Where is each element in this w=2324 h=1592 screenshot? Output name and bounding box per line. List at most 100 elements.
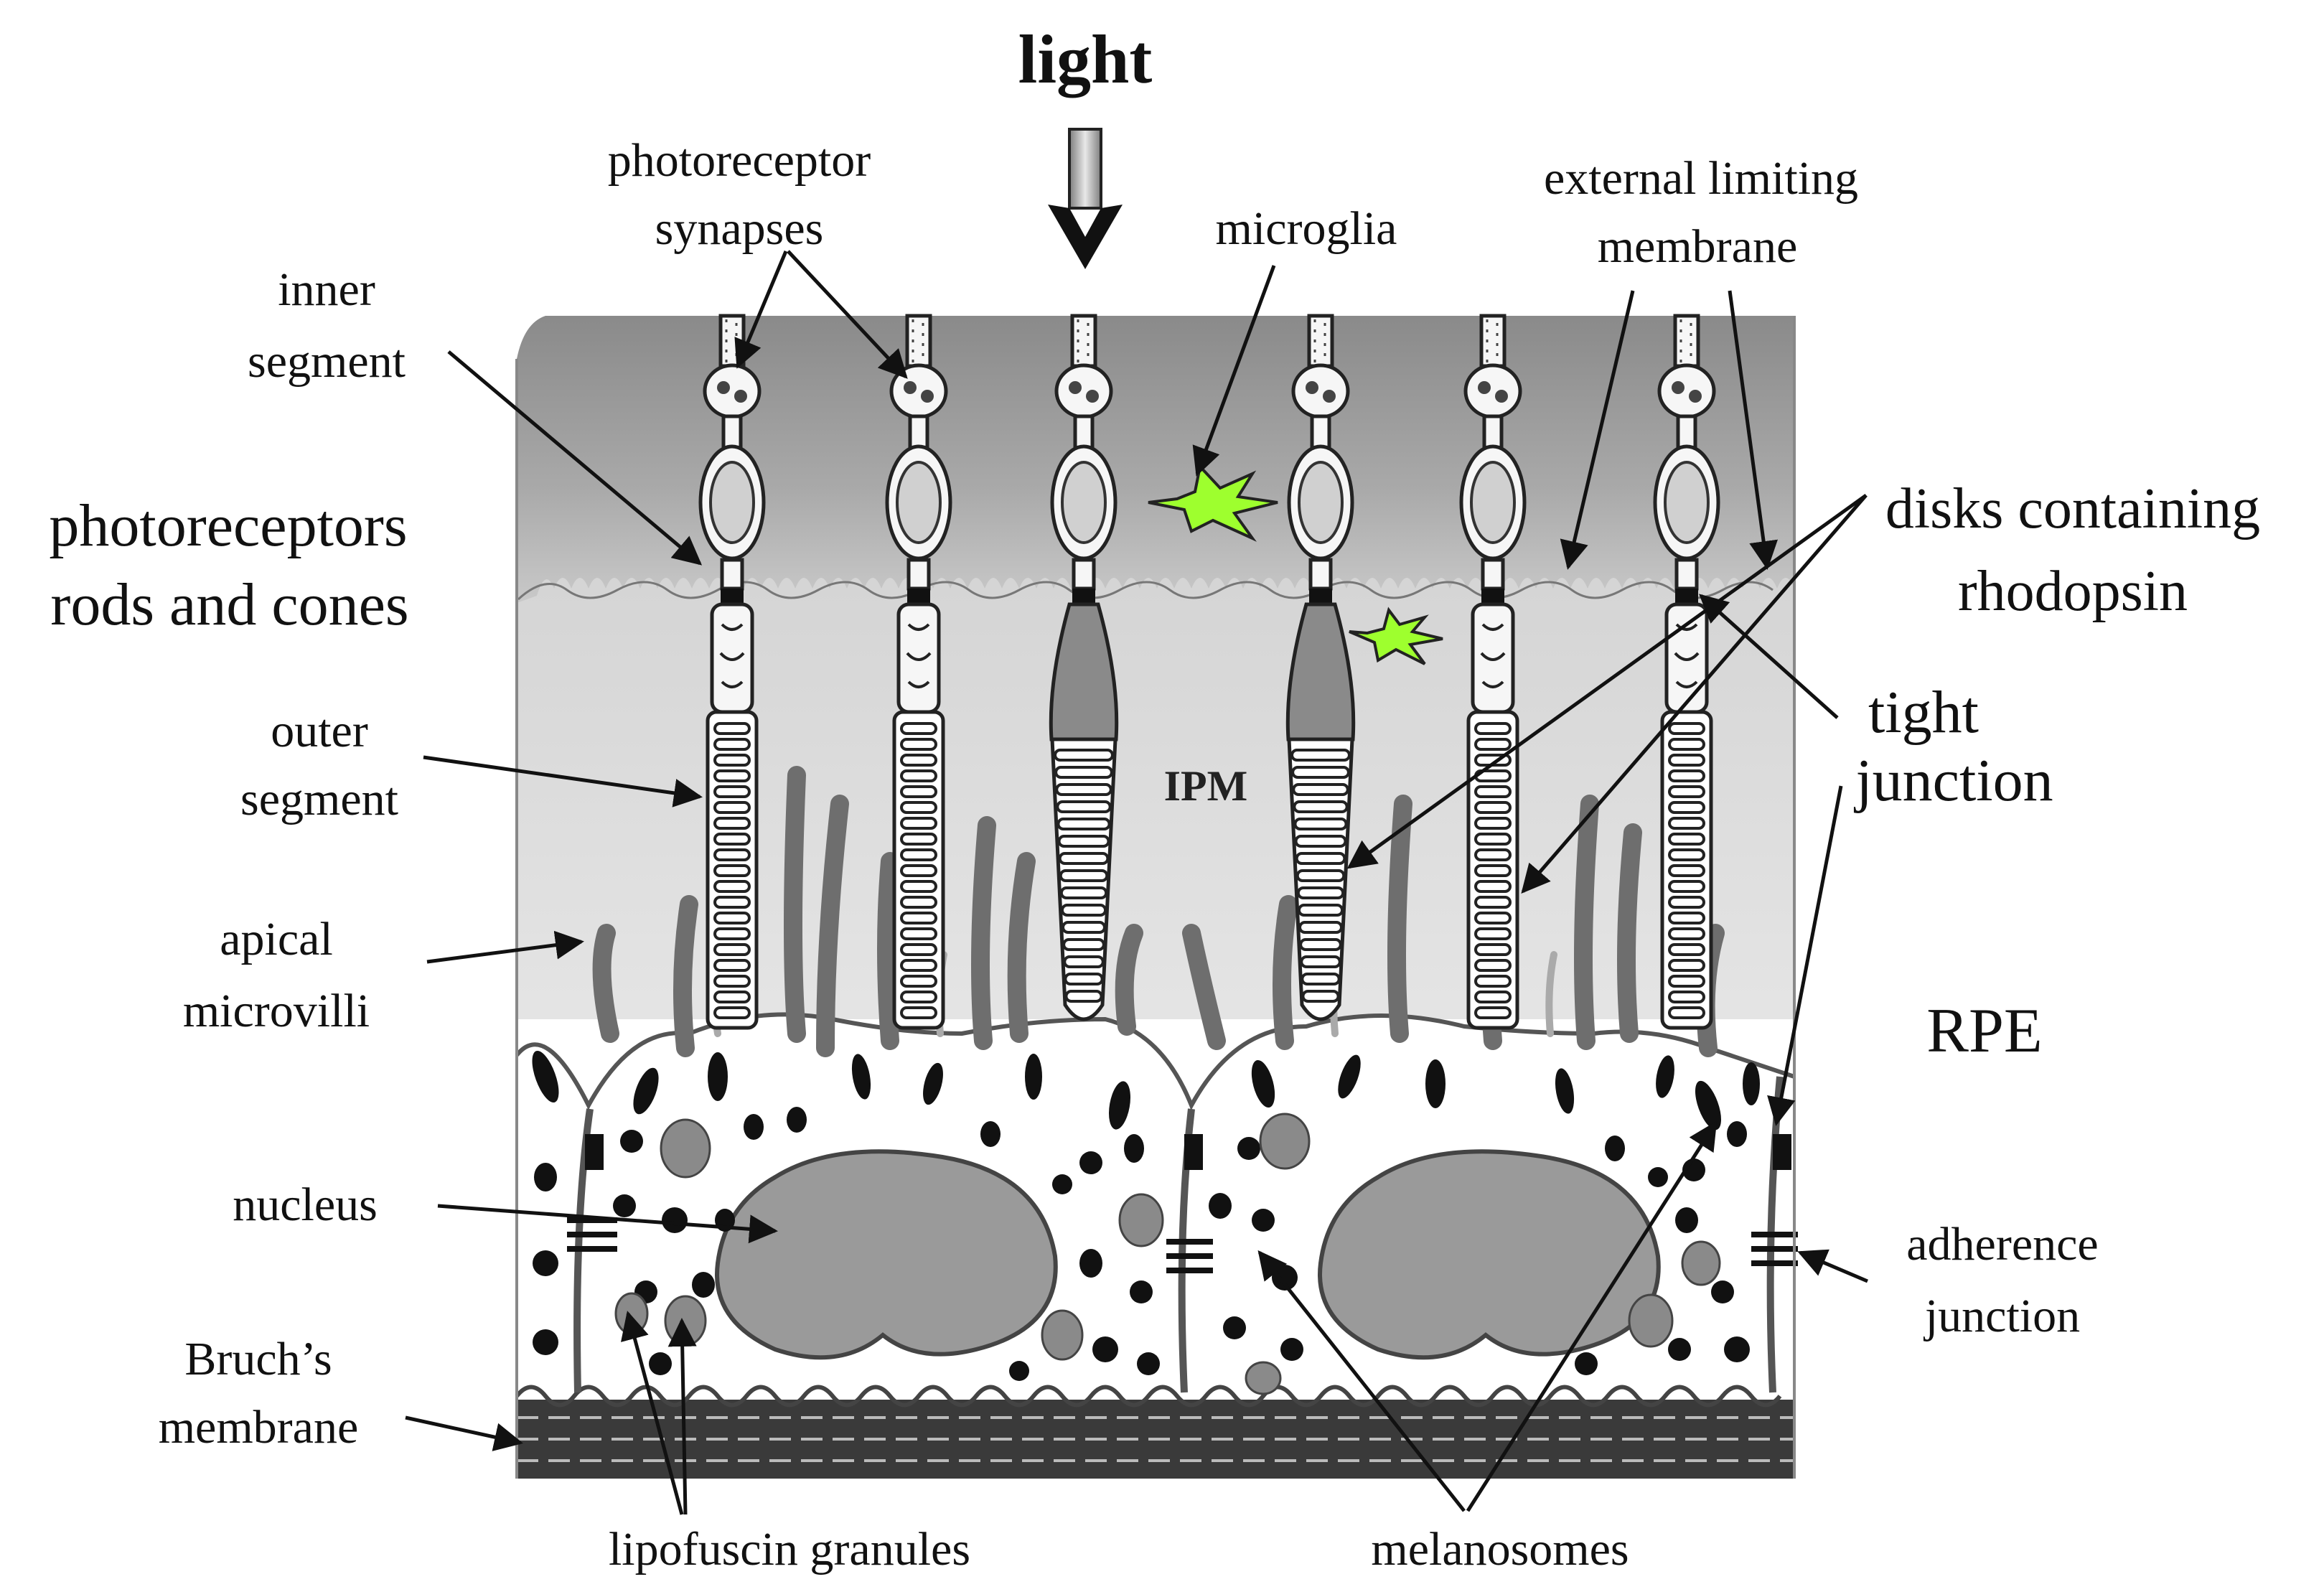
rhodopsin-disk	[1474, 880, 1512, 893]
rhodopsin-disk	[1296, 886, 1345, 899]
outer-segment	[892, 710, 945, 1030]
rhodopsin-disk	[713, 912, 751, 924]
melanosome	[1743, 1062, 1760, 1105]
mitochondria	[719, 623, 745, 688]
rhodopsin-disk	[1668, 785, 1705, 798]
label-adherence-junction: junction	[1924, 1290, 2080, 1342]
rhodopsin-disk	[1668, 912, 1705, 924]
melanosome	[708, 1052, 728, 1101]
rhodopsin-disk	[1055, 783, 1112, 796]
rhodopsin-disk	[1668, 991, 1705, 1003]
rhodopsin-disk	[1064, 990, 1103, 1003]
melanosome	[1079, 1249, 1102, 1278]
melanosome	[1252, 1209, 1275, 1232]
label-apical-microvilli: apical	[220, 913, 333, 965]
rhodopsin-disk	[1474, 848, 1512, 861]
rhodopsin-disk	[1474, 738, 1512, 751]
mitochondria	[1674, 623, 1700, 688]
rhodopsin-disk	[1295, 869, 1346, 882]
rhodopsin-disk	[1474, 927, 1512, 940]
melanosome	[1555, 1068, 1575, 1114]
melanosome	[533, 1329, 558, 1355]
rhodopsin-disk	[713, 927, 751, 940]
cell-nucleus	[1061, 461, 1107, 544]
rhodopsin-disk	[1297, 904, 1344, 917]
melanosome	[1237, 1137, 1260, 1160]
rhodopsin-disk	[1668, 896, 1705, 909]
rpe-granules	[532, 1050, 1760, 1395]
rhodopsin-disk	[713, 991, 751, 1003]
label-outer-segment: outer	[271, 705, 368, 757]
rhodopsin-disk	[900, 817, 937, 830]
melanosome	[1605, 1136, 1625, 1161]
melanosome	[533, 1250, 558, 1276]
synaptic-vesicle	[717, 381, 730, 394]
cell-nucleus	[1664, 461, 1710, 544]
junction	[1309, 589, 1332, 604]
basal-infoldings	[515, 1385, 1782, 1408]
synaptic-vesicle	[734, 390, 747, 403]
rod-photoreceptor	[698, 314, 766, 1030]
lipofuscin-granule	[664, 1295, 707, 1347]
rhodopsin-disk	[1301, 990, 1340, 1003]
junction	[1072, 589, 1095, 604]
outer-segment	[1660, 710, 1713, 1030]
label-ipm: IPM	[1164, 762, 1248, 810]
synaptic-vesicle	[1306, 381, 1318, 394]
rhodopsin-disk	[1054, 749, 1114, 762]
label-light: light	[1018, 21, 1153, 98]
rhodopsin-disk	[900, 880, 937, 893]
rhodopsin-disk	[1060, 904, 1107, 917]
melanosome	[620, 1130, 643, 1153]
rhodopsin-disk	[900, 801, 937, 814]
rhodopsin-disk	[713, 785, 751, 798]
label-rods-and-cones: rods and cones	[50, 571, 408, 638]
rod-photoreceptor	[885, 314, 952, 1030]
synaptic-vesicle	[1086, 390, 1099, 403]
melanosome	[1425, 1059, 1446, 1108]
lipofuscin-granule	[1259, 1113, 1311, 1170]
melanosome	[1092, 1336, 1118, 1362]
lipofuscin-granule	[1041, 1309, 1084, 1361]
cell-fiber	[720, 558, 744, 591]
rhodopsin-disk	[900, 833, 937, 846]
rhodopsin-disk	[900, 722, 937, 735]
label-apical-microvilli: microvilli	[183, 985, 370, 1037]
rhodopsin-disk	[1058, 852, 1110, 865]
melanosome	[744, 1114, 764, 1140]
melanosome	[1711, 1280, 1734, 1303]
rhodopsin-disk	[1301, 973, 1341, 985]
cell-nucleus	[709, 461, 755, 544]
rhodopsin-disk	[713, 943, 751, 956]
rhodopsin-disk	[713, 817, 751, 830]
rhodopsin-disk	[1668, 975, 1705, 988]
melanosome	[851, 1054, 871, 1100]
label-rpe: RPE	[1926, 996, 2042, 1066]
synaptic-terminal	[1463, 363, 1522, 419]
rhodopsin-disk	[1474, 801, 1512, 814]
rhodopsin-disk	[1292, 783, 1349, 796]
rhodopsin-disk	[900, 927, 937, 940]
synaptic-vesicle	[1069, 381, 1082, 394]
label-disks-containing-rhodopsin: disks containing	[1885, 477, 2260, 540]
rhodopsin-disk	[1668, 959, 1705, 972]
label-lipofuscin-granules: lipofuscin granules	[609, 1523, 970, 1575]
rhodopsin-disk	[900, 991, 937, 1003]
rpe-nucleus	[1318, 1149, 1661, 1360]
cone-photoreceptor	[1049, 314, 1119, 1021]
melanosome	[1025, 1054, 1042, 1100]
cell-fiber	[1674, 558, 1699, 591]
cell-fiber	[906, 558, 931, 591]
rhodopsin-disk	[1063, 955, 1105, 968]
rhodopsin-disk	[1057, 835, 1110, 848]
melanosome	[662, 1207, 688, 1233]
synaptic-vesicle	[904, 381, 917, 394]
axon-dots	[1313, 319, 1326, 362]
rhodopsin-disk	[713, 864, 751, 877]
rhodopsin-disk	[1668, 927, 1705, 940]
rhodopsin-disk	[1474, 896, 1512, 909]
photoreceptor-cells	[698, 314, 1720, 1030]
label-photoreceptor-synapses: photoreceptor	[608, 134, 871, 187]
cone-photoreceptor	[1285, 314, 1356, 1021]
rhodopsin-disk	[713, 1006, 751, 1019]
